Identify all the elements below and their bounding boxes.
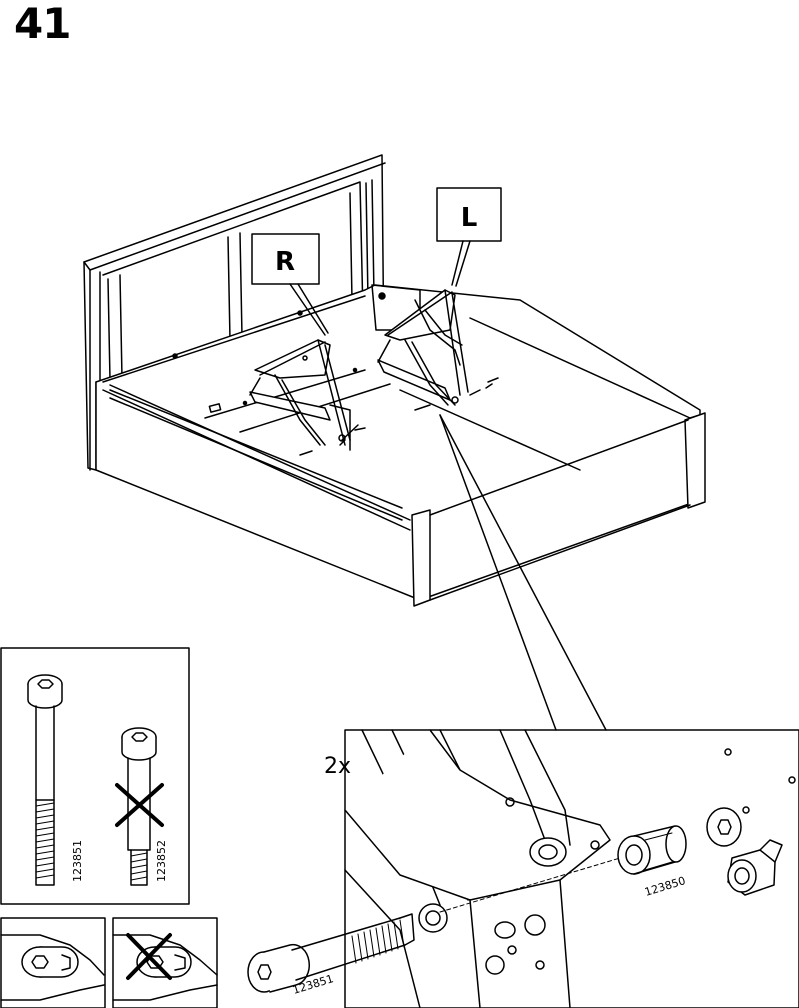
zoom-detail-panel <box>247 729 799 1008</box>
sleeve-part <box>617 825 687 875</box>
zoom-line-left <box>439 414 557 731</box>
bolt-detail <box>247 913 415 993</box>
part-number-bolt-long: 123851 <box>71 840 84 882</box>
wrong-fit-panel <box>112 917 218 1008</box>
part-number-sleeve: 123850 <box>643 874 687 899</box>
part-number-bolt-short: 123852 <box>155 840 168 882</box>
lift-mechanism-right <box>249 339 366 456</box>
quantity-label: 2x <box>324 754 351 779</box>
bed-frame <box>83 154 706 607</box>
callout-label-left: L <box>461 203 478 233</box>
zoom-line-right <box>439 414 607 731</box>
bolt-comparison-panel <box>0 647 190 905</box>
cap-nut-part <box>727 839 783 896</box>
washer-part <box>706 807 742 847</box>
lift-mechanism-left <box>377 289 499 411</box>
step-number: 41 <box>14 0 71 48</box>
callout-left <box>436 187 502 287</box>
bolt-short <box>121 727 157 886</box>
bolt-long <box>27 674 63 886</box>
correct-fit-panel <box>0 917 106 1008</box>
wrong-part-cross <box>115 783 164 827</box>
wrong-fit-cross <box>126 933 172 980</box>
callout-right <box>251 233 329 336</box>
callout-label-right: R <box>275 247 295 277</box>
